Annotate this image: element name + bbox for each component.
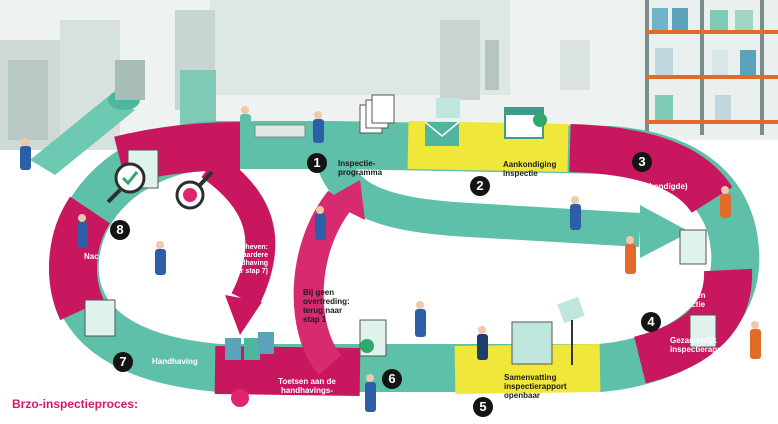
diagram-caption: Brzo-inspectieproces: xyxy=(12,397,139,411)
envelope-icon xyxy=(424,98,460,146)
segment-step-3 xyxy=(569,124,733,214)
step-badge-5: 5 xyxy=(473,397,493,417)
checklist-icon xyxy=(84,149,717,357)
warehouse-rack-icon xyxy=(640,0,778,135)
step-badge-7: 7 xyxy=(113,352,133,372)
document-stack-icon xyxy=(359,94,395,134)
branch-label-no-violation: Bij geen overtreding: terug naar stap 1 xyxy=(303,288,350,324)
step-label-3: (Onaangekondigde) Inspectie xyxy=(612,182,688,200)
desk xyxy=(254,124,306,138)
step-badge-2: 2 xyxy=(470,176,490,196)
step-label-2: Aankondiging inspectie xyxy=(503,160,557,178)
step-label-1: Inspectie- programma xyxy=(338,159,383,177)
step-badge-1: 1 xyxy=(307,153,327,173)
arrow-not-resolved xyxy=(201,152,276,307)
barrels-icon xyxy=(225,332,274,360)
step-label-5: Samenvatting inspectierapport openbaar xyxy=(504,373,567,400)
step-label-8: Nacontrole xyxy=(84,252,126,261)
magnifier-cross-icon xyxy=(175,170,249,407)
calendar-check-icon xyxy=(504,107,547,139)
inspector-figures xyxy=(20,106,761,412)
step-badge-8: 8 xyxy=(110,220,130,240)
segment-step-5 xyxy=(454,344,601,394)
step-badge-3: 3 xyxy=(632,152,652,172)
segment-step-6 xyxy=(214,346,361,396)
arrowhead-to-step-4 xyxy=(640,205,690,258)
step-label-4-sub: Gezamenlijk inspectierapport xyxy=(670,336,733,354)
presentation-board-icon xyxy=(511,296,585,365)
step-badge-6: 6 xyxy=(382,369,402,389)
step-badge-4: 4 xyxy=(641,312,661,332)
magnifier-check-icon xyxy=(106,162,146,204)
step-label-4: Afronden inspectie xyxy=(670,291,706,309)
step-label-6: Toetsen aan de handhavings- strategie xyxy=(278,377,336,404)
inner-swoosh xyxy=(313,145,641,247)
branch-label-not-resolved: Niet opgeheven: zwaardere handhaving (te… xyxy=(206,244,268,275)
arrow-no-violation xyxy=(293,190,353,375)
step-label-7: Handhaving xyxy=(152,357,198,366)
